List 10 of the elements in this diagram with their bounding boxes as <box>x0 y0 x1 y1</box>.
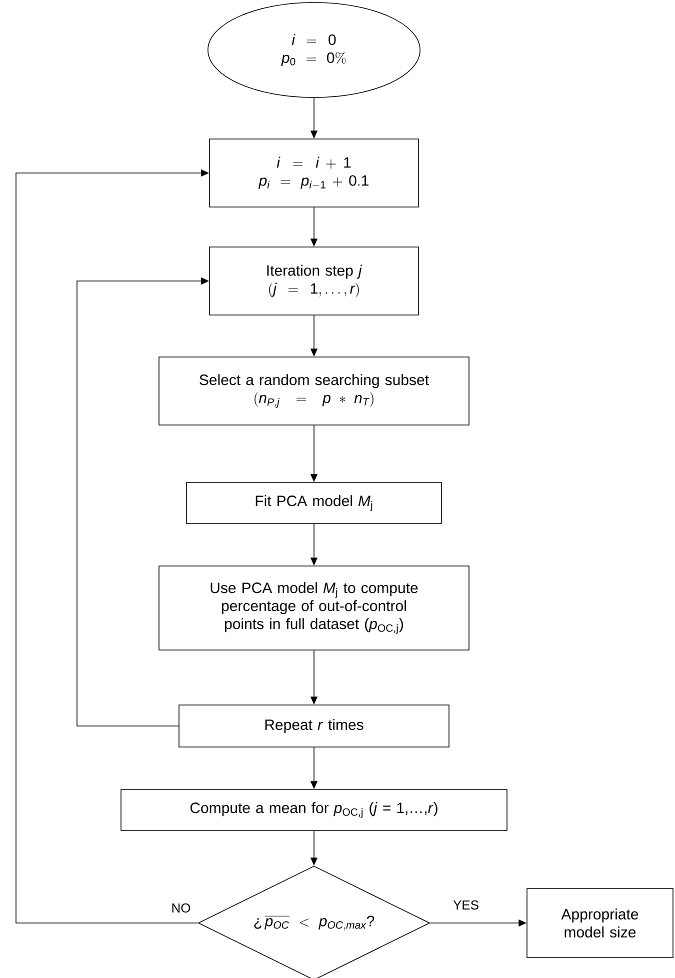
process-box: Select a random searching subset $(n_{P,j} = p * n_{T})$ <box>158 356 470 426</box>
edge-label: YES <box>452 899 480 911</box>
edge-label: NO <box>170 902 192 914</box>
process-box: Repeat r times <box>178 704 450 748</box>
process-box: $i = i+1$ $p_{i} = p_{i-1} + 0.1$ <box>209 138 419 208</box>
process-box: Fit PCA model M$_{j}$ <box>186 482 442 524</box>
process-box: Compute a mean for p$_{OC,j}$ (j = 1,…,r) <box>120 789 508 831</box>
process-box: Iteration step j $(j = 1,\ldots,r)$ <box>209 246 419 316</box>
end-box: Appropriate model size <box>526 888 674 958</box>
process-box: Use PCA model M$_{j}$ to compute percentage of out-of-control points in full dataset (p$_{OC,j}$) <box>158 566 470 650</box>
